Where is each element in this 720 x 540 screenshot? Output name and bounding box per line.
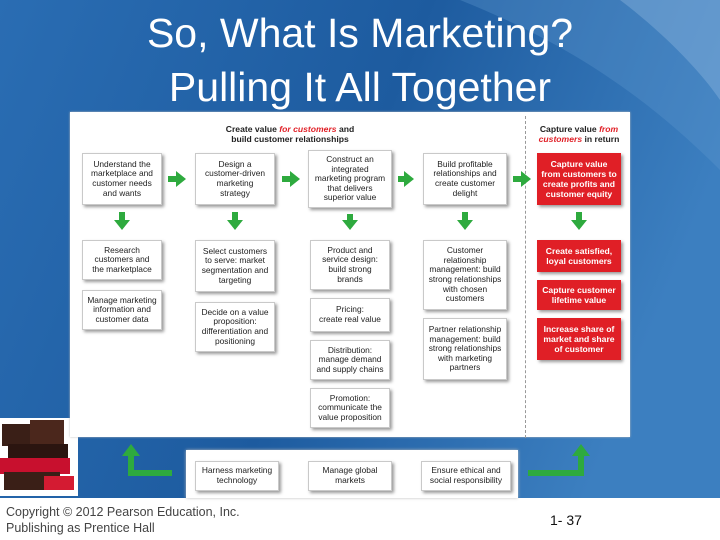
down-arrow-icon [227,212,243,230]
right-arrow-icon [282,171,300,187]
chocolate-image [0,418,78,496]
box-decide-value-proposition: Decide on a value proposition: different… [195,302,275,352]
red-box-capture-lifetime-value: Capture customer lifetime value [537,280,621,310]
box-customer-relationship-management: Customer relationship management: build … [423,240,507,310]
red-box-create-satisfied-customers: Create satisfied, loyal customers [537,240,621,272]
down-arrow-icon [114,212,130,230]
right-arrow-icon [168,171,186,187]
corner-arrow-left-icon [122,444,172,476]
box-product-service-design: Product and service design: build strong… [310,240,390,290]
box-research-customers: Research customers and the marketplace [82,240,162,280]
right-arrow-icon [513,171,531,187]
box-build-relationships: Build profitable relationships and creat… [423,153,507,205]
box-pricing: Pricing: create real value [310,298,390,332]
box-construct-program: Construct an integrated marketing progra… [308,150,392,208]
section-divider [525,116,526,438]
down-arrow-icon [457,212,473,230]
box-understand-marketplace: Understand the marketplace and customer … [82,153,162,205]
slide-title-line-1: So, What Is Marketing? [146,10,574,56]
box-manage-global-markets: Manage global markets [308,461,392,491]
box-partner-relationship-management: Partner relationship management: build s… [423,318,507,380]
down-arrow-icon [342,214,358,230]
box-manage-information: Manage marketing information and custome… [82,290,162,330]
box-design-strategy: Design a customer-driven marketing strat… [195,153,275,205]
box-distribution: Distribution: manage demand and supply c… [310,340,390,380]
copyright-text: Copyright © 2012 Pearson Education, Inc.… [6,505,240,535]
left-section-header: Create value for customers and build cus… [225,124,355,144]
box-harness-technology: Harness marketing technology [195,461,279,491]
box-ensure-ethical: Ensure ethical and social responsibility [421,461,511,491]
right-section-header: Capture value from customers in return [538,124,620,144]
down-arrow-icon [571,212,587,230]
box-promotion: Promotion: communicate the value proposi… [310,388,390,428]
corner-arrow-right-icon [528,444,590,476]
right-arrow-icon [398,171,414,187]
slide-title-line-2: Pulling It All Together [168,64,552,110]
page-number: 1- 37 [550,512,582,528]
red-box-capture-value: Capture value from customers to create p… [537,153,621,205]
red-box-increase-share: Increase share of market and share of cu… [537,318,621,360]
box-select-customers: Select customers to serve: market segmen… [195,240,275,292]
